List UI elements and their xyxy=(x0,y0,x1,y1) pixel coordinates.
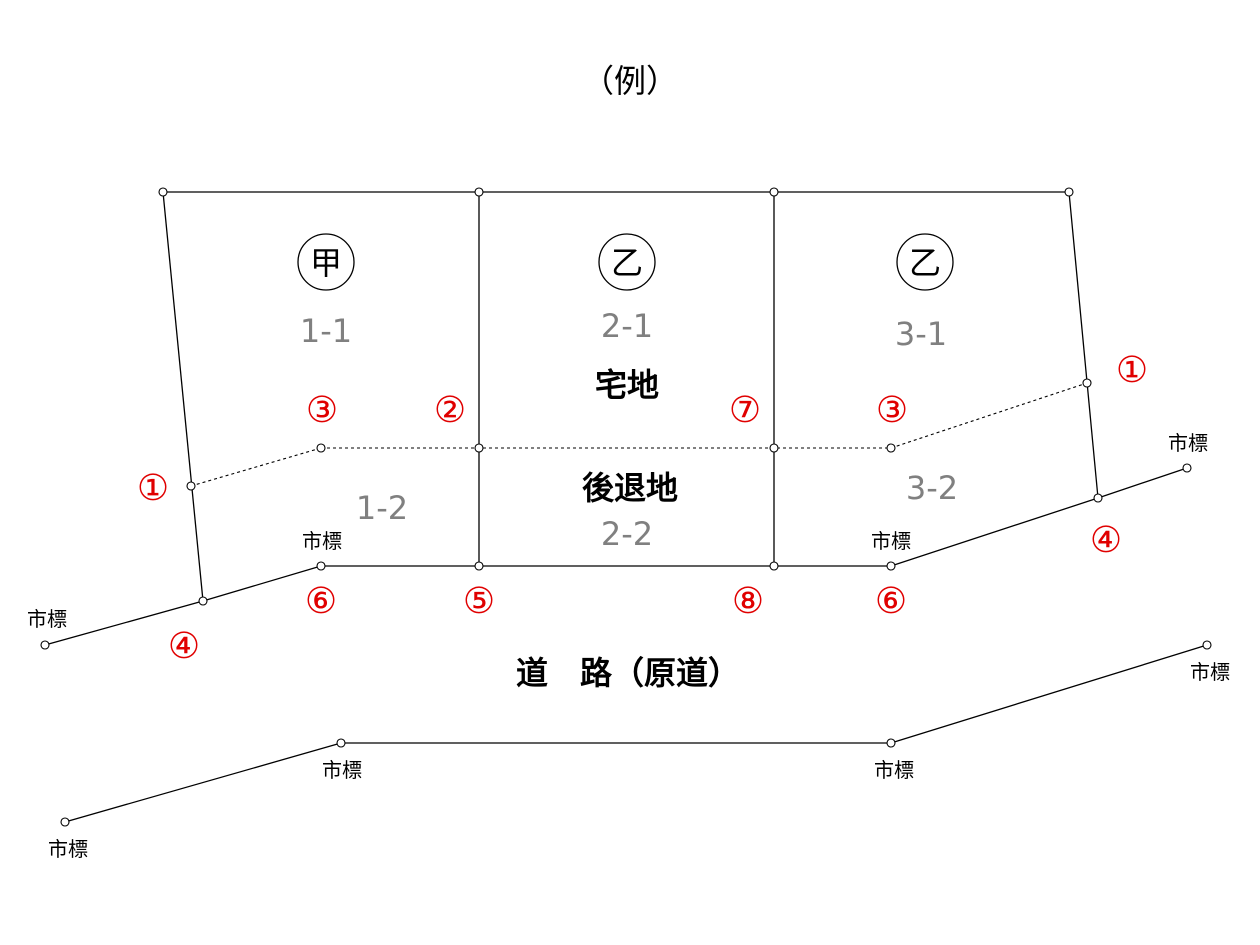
marker-4: ④ xyxy=(168,626,200,667)
owner-marks: 甲 乙 乙 xyxy=(297,233,954,291)
survey-point xyxy=(158,187,168,197)
owner-label: 乙 xyxy=(909,244,941,282)
upper-road-edge xyxy=(44,467,1188,646)
marker-7: ⑦ xyxy=(729,390,761,431)
residential-area-label: 宅地 xyxy=(595,366,659,404)
survey-point xyxy=(474,443,484,453)
setback-line-left xyxy=(190,447,322,487)
marker-1: ① xyxy=(1116,350,1148,391)
owner-circle xyxy=(598,233,656,291)
marker-6: ⑥ xyxy=(305,581,337,622)
setback-line xyxy=(190,382,1088,487)
benchmark-label: 市標 xyxy=(27,607,67,631)
lower-road-edge xyxy=(64,644,1208,823)
survey-point xyxy=(336,738,346,748)
survey-point xyxy=(1064,187,1074,197)
far-road-edge-left xyxy=(64,742,342,823)
road-edge-left-inner xyxy=(202,565,322,602)
survey-point xyxy=(1202,640,1212,650)
point-markers: ① ① ② ③ ③ ⑦ ④ ④ ⑥ ⑥ ⑤ ⑧ xyxy=(137,350,1148,667)
survey-point xyxy=(1093,493,1103,503)
survey-point xyxy=(198,596,208,606)
road-edge-left-outer xyxy=(44,600,204,646)
survey-point xyxy=(769,187,779,197)
marker-3: ③ xyxy=(306,390,338,431)
survey-point xyxy=(1182,463,1192,473)
lot-number: 1-2 xyxy=(356,489,408,527)
survey-point xyxy=(60,817,70,827)
benchmark-label: 市標 xyxy=(302,529,342,553)
marker-5: ⑤ xyxy=(463,581,495,622)
survey-point xyxy=(316,561,326,571)
setback-area-label: 後退地 xyxy=(582,469,678,507)
survey-points xyxy=(40,187,1212,827)
survey-point xyxy=(886,738,896,748)
survey-point xyxy=(474,187,484,197)
left-boundary xyxy=(162,191,204,602)
benchmark-labels: 市標 市標 市標 市標 市標 市標 市標 市標 xyxy=(27,431,1230,861)
marker-4: ④ xyxy=(1090,520,1122,561)
road-edge-right-inner xyxy=(890,497,1099,567)
survey-point xyxy=(769,443,779,453)
lot-number: 3-2 xyxy=(906,469,958,507)
benchmark-label: 市標 xyxy=(322,758,362,782)
survey-point xyxy=(474,561,484,571)
lot-number: 2-2 xyxy=(601,515,653,553)
marker-3: ③ xyxy=(876,390,908,431)
lot-number: 3-1 xyxy=(895,315,947,353)
benchmark-label: 市標 xyxy=(1190,660,1230,684)
marker-6: ⑥ xyxy=(875,581,907,622)
road-edge-right-outer xyxy=(1097,467,1188,499)
marker-8: ⑧ xyxy=(732,581,764,622)
benchmark-label: 市標 xyxy=(48,837,88,861)
owner-circle xyxy=(896,233,954,291)
setback-line-right xyxy=(890,382,1088,449)
survey-point xyxy=(886,561,896,571)
lot-numbers: 1-1 2-1 3-1 1-2 2-2 3-2 xyxy=(300,307,958,553)
right-boundary xyxy=(1068,191,1099,499)
lot-number: 1-1 xyxy=(300,312,352,350)
survey-point xyxy=(186,481,196,491)
survey-point xyxy=(1082,378,1092,388)
marker-1: ① xyxy=(137,468,169,509)
survey-point xyxy=(316,443,326,453)
diagram-title: （例） xyxy=(582,62,678,100)
survey-point xyxy=(769,561,779,571)
owner-label: 乙 xyxy=(611,244,643,282)
marker-2: ② xyxy=(434,390,466,431)
far-road-edge-right xyxy=(890,644,1208,744)
owner-label: 甲 xyxy=(310,244,342,282)
lot-number: 2-1 xyxy=(601,307,653,345)
benchmark-label: 市標 xyxy=(871,529,911,553)
owner-circle xyxy=(297,233,355,291)
benchmark-label: 市標 xyxy=(1168,431,1208,455)
survey-point xyxy=(40,640,50,650)
survey-point xyxy=(886,443,896,453)
benchmark-label: 市標 xyxy=(874,758,914,782)
road-label: 道 路（原道） xyxy=(516,654,740,692)
parcel-boundaries xyxy=(162,191,1099,602)
